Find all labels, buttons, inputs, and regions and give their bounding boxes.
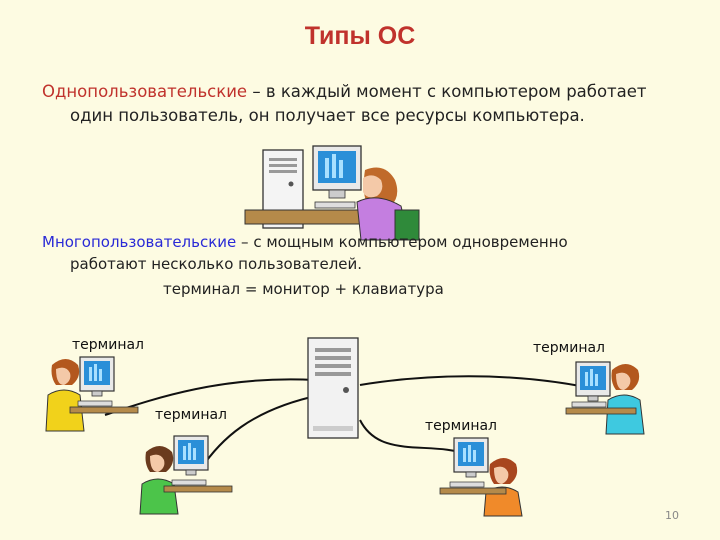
terminal-label-top-left: терминал xyxy=(72,337,144,353)
terminal-label-bottom-left: терминал xyxy=(155,407,227,423)
terminal-label-bottom-right: терминал xyxy=(425,418,497,434)
single-user-line2: один пользователь, он получает все ресур… xyxy=(70,106,585,125)
page-number: 10 xyxy=(665,509,679,522)
multi-user-paragraph: Многопользовательские – с мощным компьют… xyxy=(42,231,662,275)
multi-user-dash: – xyxy=(236,233,254,251)
terminal-label-top-right: терминал xyxy=(533,340,605,356)
central-server xyxy=(307,337,359,439)
multi-user-line2: работают несколько пользователей. xyxy=(70,255,363,273)
terminal-user-top-right xyxy=(565,361,645,435)
terminal-user-bottom-left xyxy=(139,435,233,515)
terminal-definition: терминал = монитор + клавиатура xyxy=(163,280,444,298)
single-user-illustration xyxy=(244,140,435,241)
multi-user-term: Многопользовательские xyxy=(42,233,237,251)
single-user-dash: – xyxy=(247,82,266,101)
terminal-user-bottom-right xyxy=(439,437,523,517)
single-user-paragraph: Однопользовательские – в каждый момент с… xyxy=(42,80,702,128)
slide-title: Типы ОС xyxy=(304,22,416,50)
multi-user-line1: с мощным компьютером одновременно xyxy=(253,233,568,251)
single-user-line1: в каждый момент с компьютером работает xyxy=(265,82,647,101)
single-user-term: Однопользовательские xyxy=(42,82,248,101)
terminal-user-top-left xyxy=(45,356,139,432)
